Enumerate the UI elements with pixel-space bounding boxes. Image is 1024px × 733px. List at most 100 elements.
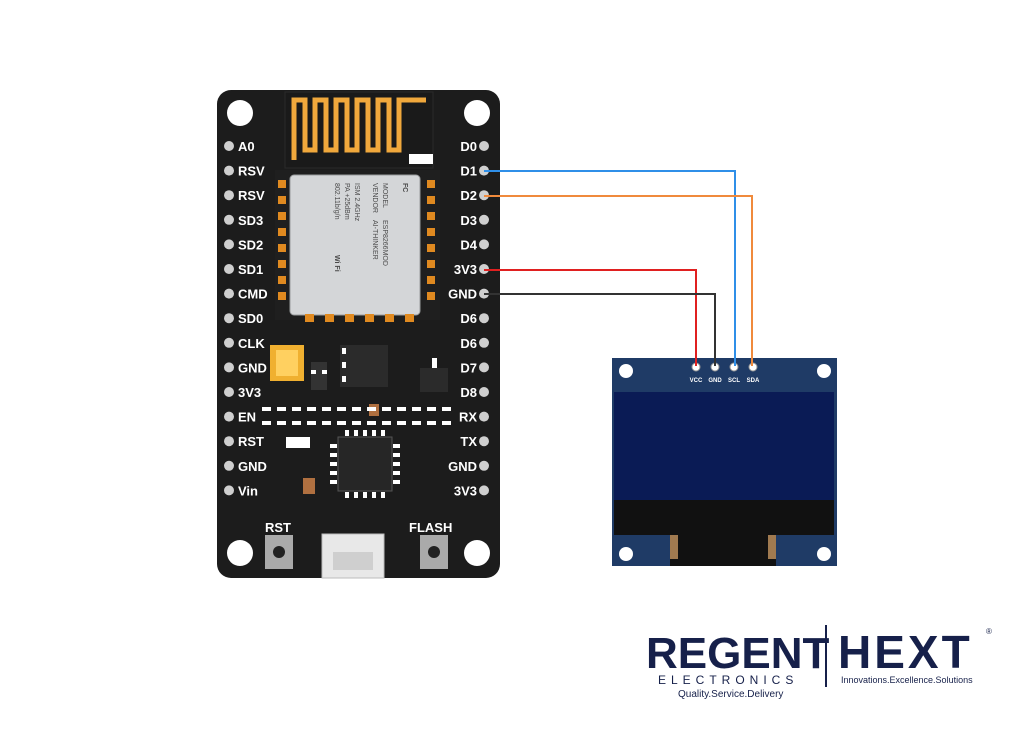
module-pad	[305, 314, 314, 322]
left-pin-label: EN	[238, 410, 256, 425]
smd-pad	[382, 407, 391, 411]
module-pad	[427, 276, 435, 284]
chip-pin	[363, 430, 367, 436]
chip-pin	[354, 492, 358, 498]
logo-divider	[825, 625, 827, 687]
smd-pad	[397, 421, 406, 425]
right-pin-label: RX	[459, 410, 477, 425]
pin-hole	[479, 337, 489, 348]
pin-hole	[224, 387, 234, 397]
wire-d2-sda	[484, 195, 753, 366]
smd-pad	[262, 407, 271, 411]
smd-pad	[412, 407, 421, 411]
chip-pin	[345, 492, 349, 498]
smd-led	[286, 437, 310, 448]
right-pin-label: TX	[460, 434, 477, 449]
smd-pad	[322, 407, 331, 411]
rst-label: RST	[265, 520, 291, 535]
smd-pad	[352, 407, 361, 411]
pin-hole	[479, 436, 489, 447]
pin-hole	[224, 485, 234, 496]
left-pin-label: RST	[238, 434, 264, 449]
right-pin-label: 3V3	[454, 483, 477, 498]
module-pad	[427, 292, 435, 300]
pin-hole	[224, 239, 234, 250]
module-pad	[427, 244, 435, 252]
chip-pin	[330, 480, 337, 484]
chip-pin	[354, 430, 358, 436]
left-pin-label: GND	[238, 459, 267, 474]
module-pad	[345, 314, 354, 322]
smd-pad	[427, 421, 436, 425]
chip-pin	[330, 471, 337, 475]
smd-pad	[262, 421, 271, 425]
smd-pad	[367, 407, 376, 411]
module-pad	[278, 196, 286, 204]
chip-pin	[345, 430, 349, 436]
module-model-label: MODEL	[381, 183, 388, 208]
pin-hole	[479, 362, 489, 373]
left-pin-label: SD0	[238, 311, 263, 326]
smd-pad	[412, 421, 421, 425]
logo-tagline2: Innovations.Excellence.Solutions	[841, 675, 973, 685]
right-pin-label: D3	[460, 213, 477, 228]
fc-mark: FC	[401, 183, 408, 192]
module-pad	[278, 244, 286, 252]
mount-hole	[227, 100, 253, 126]
pin-hole	[479, 485, 489, 496]
nodemcu-board: FC MODEL VENDOR ESP8266MOD AI-THINKER IS…	[217, 90, 500, 579]
chip-pin	[393, 471, 400, 475]
logo-tagline: Quality.Service.Delivery	[678, 689, 783, 700]
pin-hole	[224, 141, 234, 151]
module-pad	[278, 276, 286, 284]
module-pad	[427, 180, 435, 188]
smd-pad	[427, 407, 436, 411]
left-pin-label: A0	[238, 139, 255, 154]
module-std-label: 802.11b/g/n	[333, 183, 340, 220]
right-pin-label: D1	[460, 164, 477, 179]
smd-pad	[397, 407, 406, 411]
smd-pad	[337, 407, 346, 411]
logo-registered: ®	[986, 627, 992, 636]
smd-pad	[382, 421, 391, 425]
pin-hole	[479, 313, 489, 324]
chip-pin	[372, 430, 376, 436]
module-pad	[278, 260, 286, 268]
module-pad	[427, 196, 435, 204]
chip-pin	[330, 453, 337, 457]
right-pin-label: D6	[460, 311, 477, 326]
smd-pad	[337, 421, 346, 425]
module-chip-label: ESP8266MOD	[381, 220, 388, 266]
transistor	[420, 368, 448, 392]
right-pin-label: GND	[448, 459, 477, 474]
chip-pin	[330, 462, 337, 466]
chip-pin	[393, 444, 400, 448]
smd-pad	[367, 421, 376, 425]
module-vendor-label: VENDOR	[371, 183, 378, 213]
chip-pin	[330, 444, 337, 448]
pin-hole	[479, 214, 489, 225]
resistor	[303, 478, 315, 494]
chip-pin	[393, 480, 400, 484]
logo-sub: ELECTRONICS	[658, 673, 798, 687]
wires	[484, 170, 753, 366]
right-pin-label: 3V3	[454, 262, 477, 277]
module-pad	[427, 260, 435, 268]
pin-hole	[479, 387, 489, 397]
module-pad	[325, 314, 334, 322]
left-pin-label: 3V3	[238, 385, 261, 400]
pin-hole	[224, 288, 234, 299]
pin-hole	[224, 436, 234, 447]
right-pin-label: D4	[460, 237, 477, 252]
module-pa-label: PA +25dBm	[343, 183, 350, 220]
module-pad	[427, 228, 435, 236]
left-pin-label: RSV	[238, 188, 265, 203]
module-pad	[405, 314, 414, 322]
pin-hole	[224, 460, 234, 471]
module-pad	[427, 212, 435, 220]
smd-pad	[292, 407, 301, 411]
smd-pad	[352, 421, 361, 425]
chip-pin	[372, 492, 376, 498]
chip-pin	[393, 453, 400, 457]
